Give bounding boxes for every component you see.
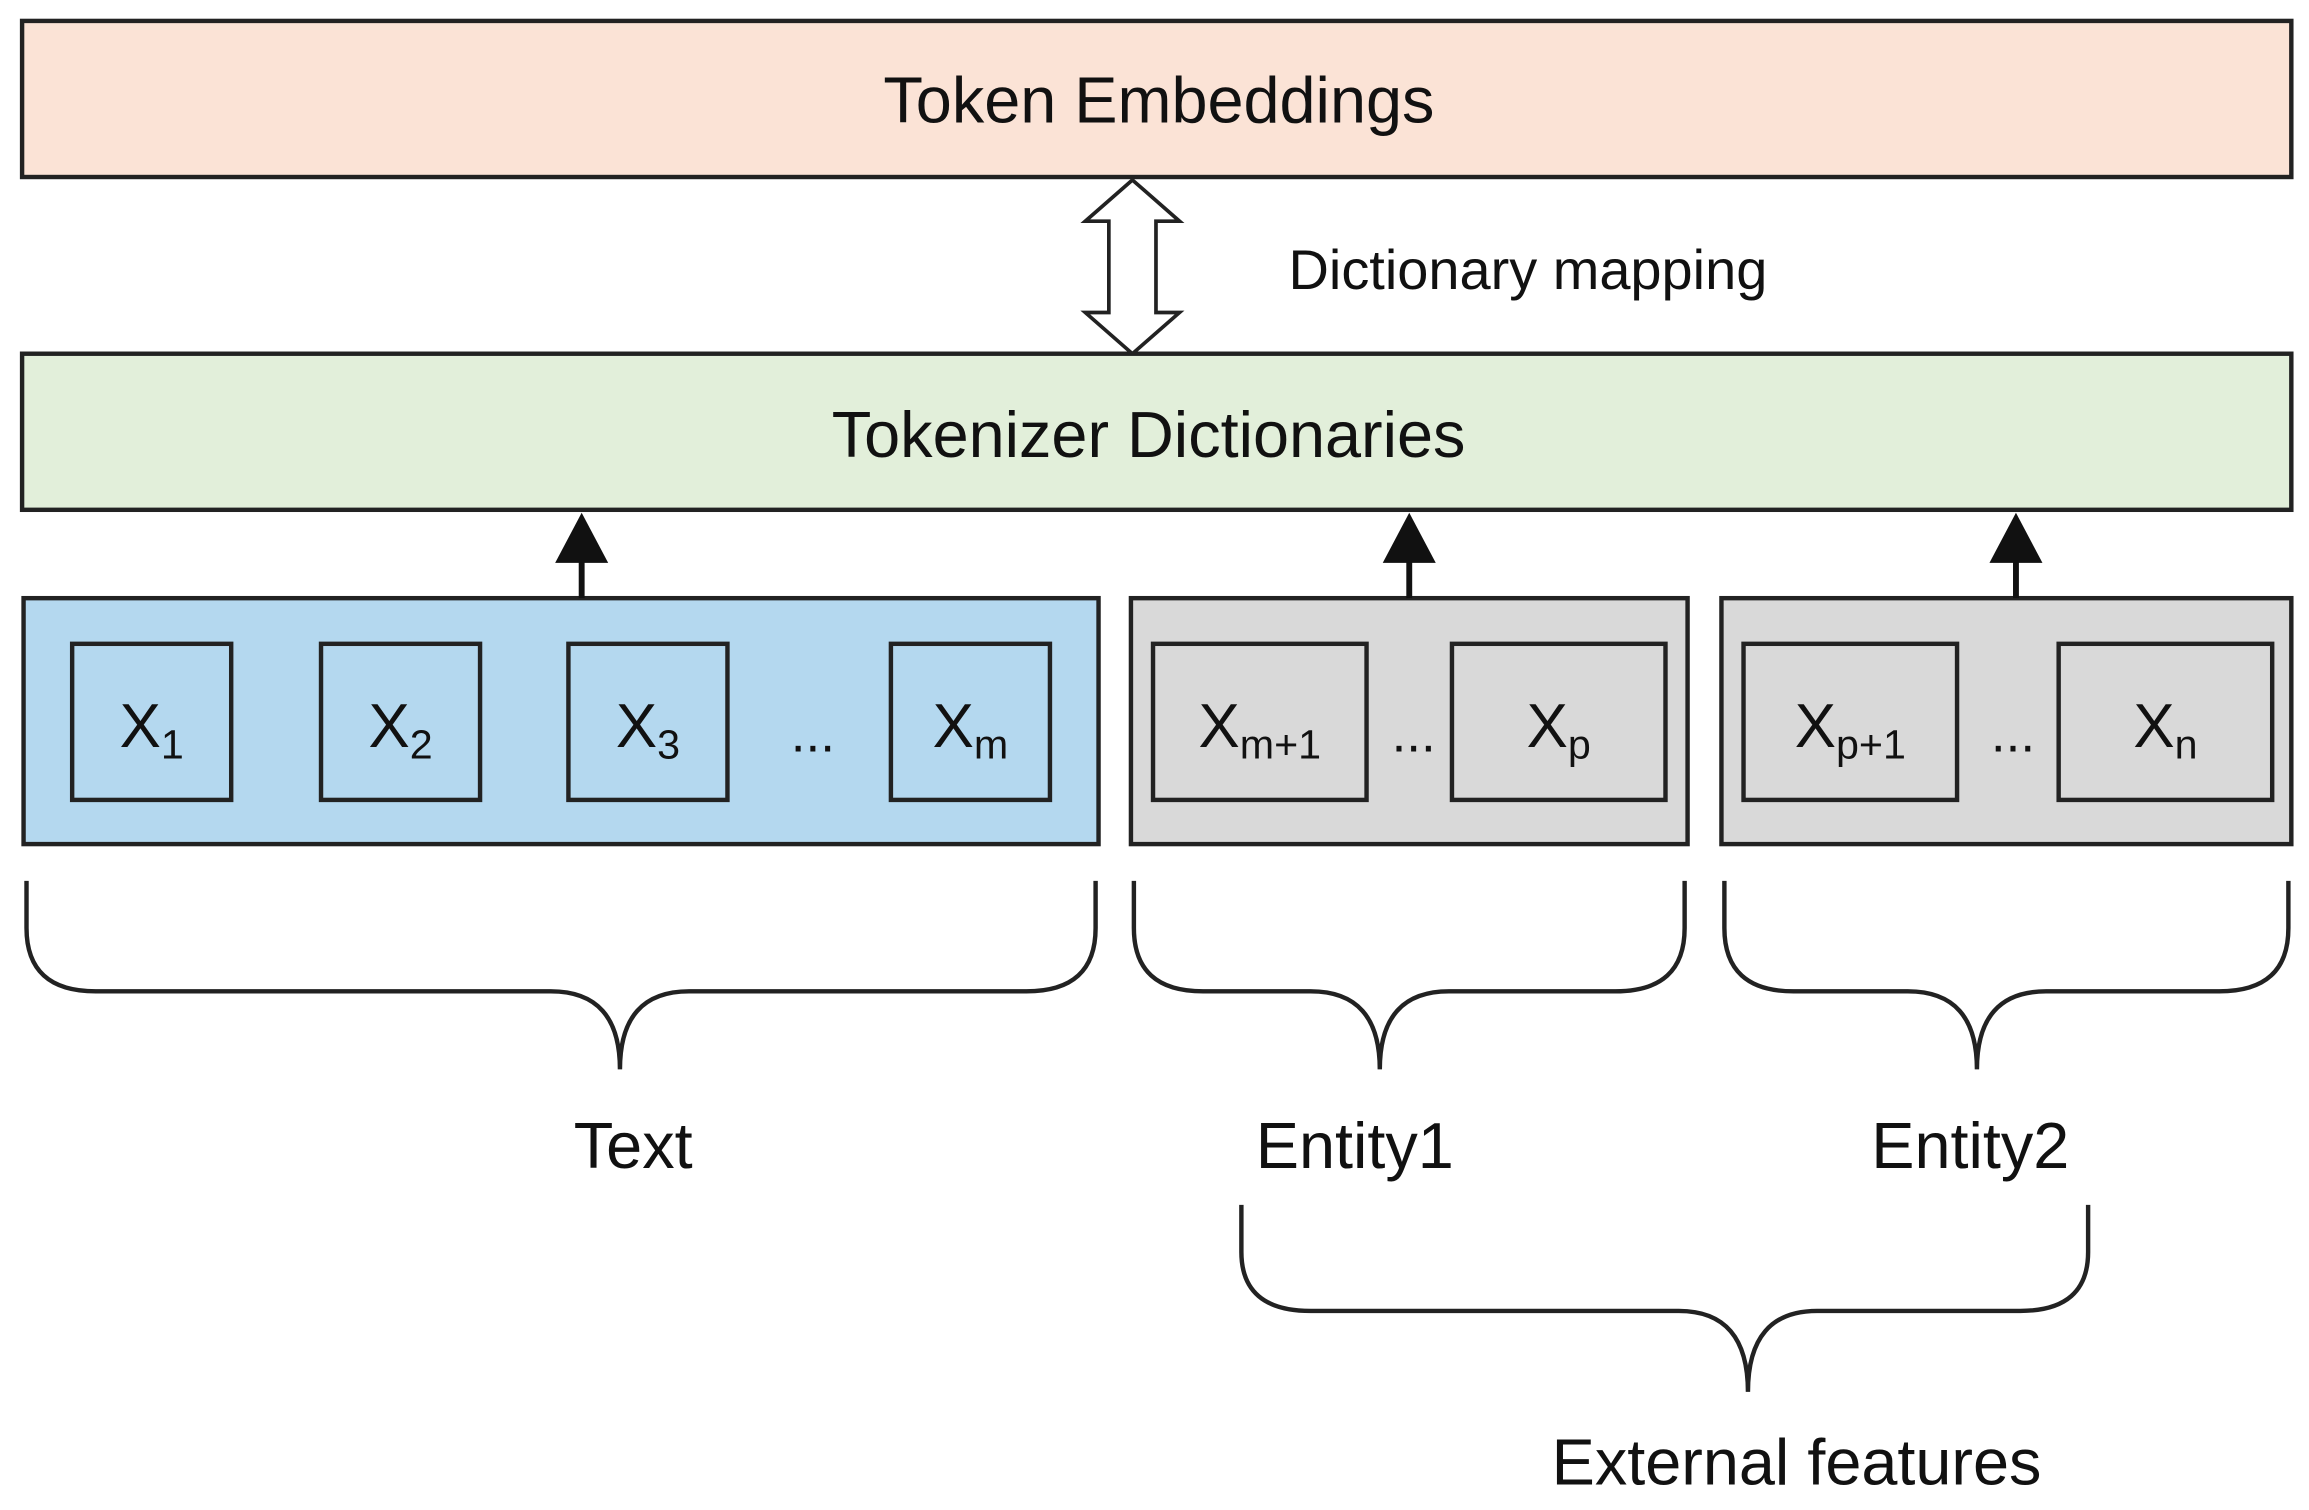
brace	[1131, 880, 1687, 1070]
token-box: X1	[69, 641, 234, 803]
token-label: X2	[368, 692, 432, 768]
group-label: Entity1	[1256, 1109, 1454, 1182]
dictionary-mapping-arrow	[1080, 177, 1185, 357]
token-embeddings-box: Token Embeddings	[19, 18, 2294, 180]
token-label: Xm+1	[1198, 692, 1321, 768]
input-group-text: X1 X2 X3 Xm... Text	[21, 512, 1101, 1182]
token-label: X3	[616, 692, 680, 768]
external-features-label: External features	[1552, 1426, 2042, 1499]
token-box: X2	[318, 641, 483, 803]
token-box: X3	[566, 641, 730, 803]
ellipsis: ...	[791, 704, 835, 763]
token-box: Xn	[2056, 641, 2275, 803]
group-label: Entity2	[1871, 1109, 2069, 1182]
dictionary-mapping-label: Dictionary mapping	[1289, 238, 1768, 301]
input-group-entity1: Xm+1 Xp... Entity1	[1128, 512, 1690, 1182]
arrowhead-icon	[1989, 512, 2043, 563]
input-group-entity2: Xp+1 Xn... Entity2	[1719, 512, 2294, 1182]
arrowhead-icon	[1382, 512, 1436, 563]
brace	[1722, 880, 2291, 1070]
token-embeddings-label: Token Embeddings	[883, 64, 1434, 137]
token-label: Xp+1	[1795, 692, 1906, 768]
token-label: X1	[120, 692, 184, 768]
token-box: Xm+1	[1150, 641, 1369, 803]
external-features-brace	[1239, 1204, 2091, 1392]
tokenizer-dictionaries-box: Tokenizer Dictionaries	[19, 351, 2294, 513]
token-box: Xp+1	[1741, 641, 1960, 803]
token-label: Xn	[2133, 692, 2197, 768]
token-box: Xp	[1449, 641, 1668, 803]
brace	[24, 880, 1098, 1070]
group-label: Text	[574, 1109, 693, 1182]
token-label: Xp	[1527, 692, 1591, 768]
arrowhead-icon	[555, 512, 609, 563]
token-label: Xm	[933, 692, 1009, 768]
token-box: Xm	[888, 641, 1053, 803]
tokenizer-dictionaries-label: Tokenizer Dictionaries	[832, 398, 1466, 471]
ellipsis: ...	[1392, 704, 1436, 763]
ellipsis: ...	[1991, 704, 2035, 763]
